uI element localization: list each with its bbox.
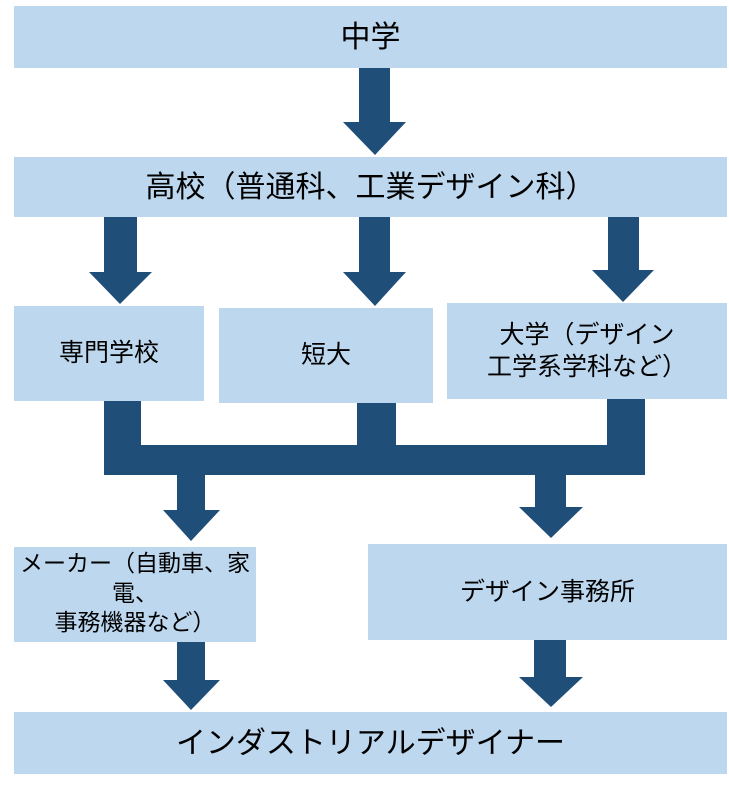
node-label: 中学 [340,19,401,55]
arrow-merge-to-manufacturer [163,474,220,541]
node-label: メーカー（自動車、家電、 事務機器など） [20,550,250,637]
node-junior-high: 中学 [14,6,727,68]
node-label: 高校（普通科、工業デザイン科） [145,169,596,205]
arrow-highschool-to-vocational [89,217,152,304]
node-label: 短大 [300,340,351,370]
node-label: 専門学校 [58,338,159,368]
arrow-highschool-to-university [592,217,654,302]
merge-bar [104,445,645,475]
node-university: 大学（デザイン 工学系学科など） [447,303,727,399]
node-label: インダストリアルデザイナー [175,725,566,761]
node-design-office: デザイン事務所 [368,544,727,640]
node-high-school: 高校（普通科、工業デザイン科） [14,157,727,217]
node-label: 大学（デザイン 工学系学科など） [486,319,687,382]
arrow-merge-to-designoffice [519,474,583,538]
arrow-juniorhigh-to-highschool [343,68,406,155]
node-label: デザイン事務所 [459,576,635,606]
arrow-designoffice-to-designer [519,640,583,707]
node-industrial-designer: インダストリアルデザイナー [14,712,727,774]
node-manufacturer: メーカー（自動車、家電、 事務機器など） [14,547,256,642]
arrow-highschool-to-juniorcollege [343,217,406,306]
arrow-manufacturer-to-designer [163,642,220,710]
node-junior-college: 短大 [219,308,433,403]
node-vocational-school: 専門学校 [14,306,204,401]
